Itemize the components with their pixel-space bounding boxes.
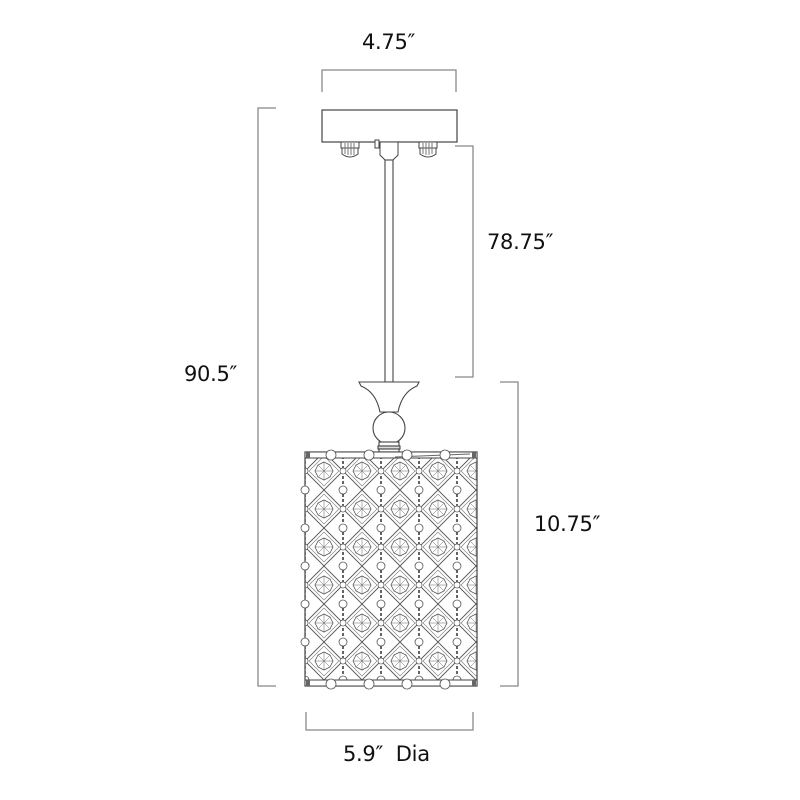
canopy-width-bracket <box>321 69 457 92</box>
rod-connector <box>374 139 399 161</box>
shade-height-label: 10.75″ <box>534 512 601 536</box>
crystal-shade <box>300 449 478 690</box>
overall-height-label: 90.5″ <box>184 362 238 386</box>
shade-height-bracket <box>500 381 519 687</box>
ball-ornament <box>372 411 406 453</box>
rod <box>384 159 394 383</box>
canopy <box>321 109 458 143</box>
rod-length-label: 78.75″ <box>487 230 554 254</box>
shade-diameter-label: 5.9″ Dia <box>343 742 430 766</box>
socket-right <box>418 141 438 158</box>
socket-left <box>340 141 360 158</box>
canopy-width-label: 4.75″ <box>362 30 416 54</box>
shade-diameter-bracket <box>305 712 474 731</box>
rod-length-bracket <box>455 145 474 378</box>
overall-height-bracket <box>257 107 276 687</box>
vase-ornament <box>358 381 420 413</box>
